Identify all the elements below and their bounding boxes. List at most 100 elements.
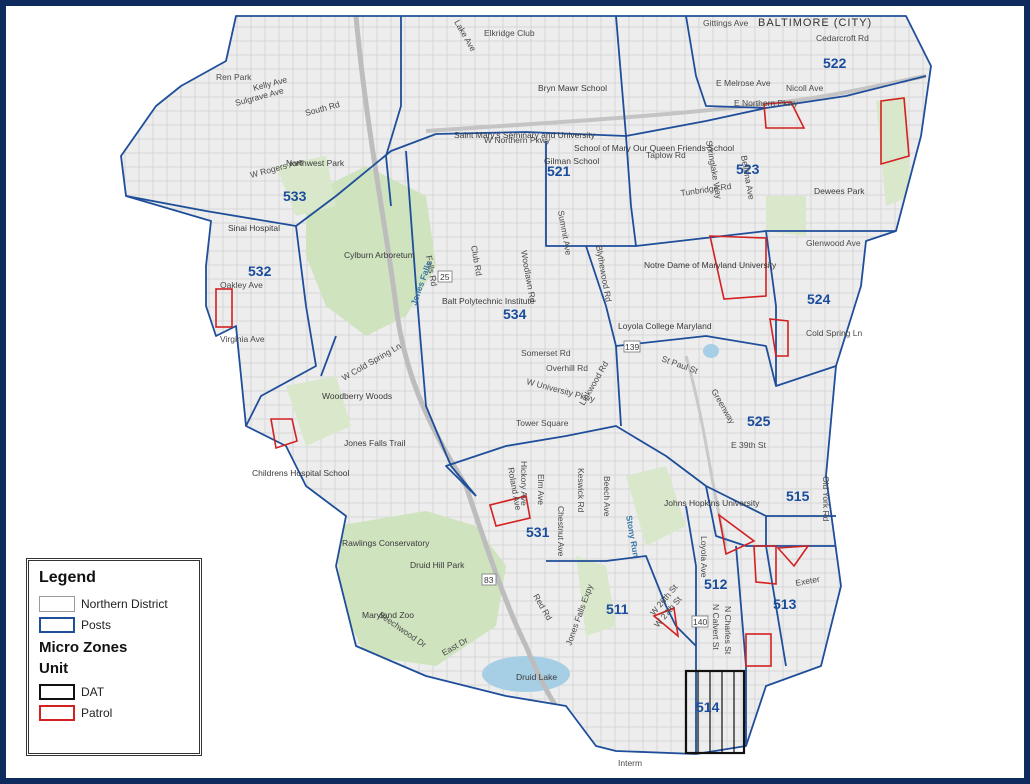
legend-label: Northern District: [81, 596, 168, 611]
street-label: Somerset Rd: [521, 348, 571, 358]
parks-layer: [276, 96, 911, 692]
street-label: Elm Ave: [536, 474, 546, 505]
route-shields: 25 139 83 140: [437, 270, 709, 628]
street-label: E 39th St: [731, 440, 767, 450]
street-label: N Charles St: [723, 606, 733, 655]
posts-swatch: [39, 616, 75, 633]
route-shield: 140: [693, 617, 707, 627]
legend-label: Patrol: [81, 705, 113, 720]
legend-panel: Legend Northern District Posts Micro Zon…: [26, 558, 202, 756]
place-label: Woodberry Woods: [322, 391, 392, 401]
patrol-zone-oakley: [215, 288, 233, 328]
legend-item-patrol: Patrol: [37, 702, 191, 723]
street-label: Exeter: [795, 574, 821, 588]
street-label: N Calvert St: [711, 604, 721, 650]
patrol-zones[interactable]: [215, 97, 910, 667]
place-label: Sinai Hospital: [228, 223, 280, 233]
street-label: Cedarcroft Rd: [816, 33, 869, 43]
patrol-zone-greenmount: [776, 545, 810, 568]
place-label: Johns Hopkins University: [664, 498, 760, 508]
place-labels: Bryn Mawr School Gilman School Saint Mar…: [228, 83, 865, 682]
street-label: Hickory Ave: [519, 461, 529, 506]
place-label: Rawlings Conservatory: [342, 538, 430, 548]
post-label: 531: [526, 524, 550, 540]
street-label: W Northern Pkwy: [484, 135, 551, 145]
route-shield: 83: [484, 575, 494, 585]
district-swatch: [39, 595, 75, 612]
post-label: 534: [503, 306, 527, 322]
street-label: Oakley Ave: [220, 280, 263, 290]
patrol-zone-bellona: [708, 235, 767, 300]
street-label: Nicoll Ave: [786, 83, 823, 93]
place-label: Saint Mary's Seminary and University: [454, 130, 596, 140]
place-label: Balt Polytechnic Institute: [442, 296, 535, 306]
place-label: School of Mary Our Queen Friends School: [574, 143, 734, 153]
patrol-zone-exeter: [745, 633, 772, 667]
patrol-zone-charles: [717, 513, 756, 556]
legend-item-dat: DAT: [37, 681, 191, 702]
street-label: Loyola Ave: [699, 536, 709, 578]
place-label: Druid Hill Park: [410, 560, 465, 570]
street-label: Ren Park: [216, 72, 252, 82]
place-label: Maryland Zoo: [362, 610, 414, 620]
post-label: 514: [696, 699, 720, 715]
post-label: 525: [747, 413, 771, 429]
dat-swatch: [39, 683, 75, 700]
place-label: Northwest Park: [286, 158, 345, 168]
patrol-zone-east: [880, 97, 910, 166]
dat-zone[interactable]: [684, 669, 746, 755]
street-label: Old York Rd: [821, 476, 831, 522]
route-shield: 139: [625, 342, 639, 352]
post-label: 522: [823, 55, 847, 71]
post-label: 532: [248, 263, 272, 279]
legend-micro-title: Micro Zones: [39, 639, 128, 656]
route-shield: 25: [440, 272, 450, 282]
post-label: 521: [547, 163, 571, 179]
patrol-zone-roland: [489, 495, 531, 527]
street-label: Interm: [618, 758, 642, 768]
place-label: Loyola College Maryland: [618, 321, 712, 331]
place-label: Cylburn Arboretum: [344, 250, 415, 260]
legend-item-posts: Posts: [37, 614, 191, 635]
patrol-zone-woodberry: [270, 418, 298, 450]
street-label: E Melrose Ave: [716, 78, 771, 88]
street-label: Taplow Rd: [646, 150, 686, 160]
legend-item-district: Northern District: [37, 593, 191, 614]
place-label: Druid Lake: [516, 672, 557, 682]
place-label: Gilman School: [544, 156, 599, 166]
post-boundaries: [120, 15, 932, 755]
place-label: Notre Dame of Maryland University: [644, 260, 777, 270]
place-label: Childrens Hospital School: [252, 468, 349, 478]
legend-title: Legend: [39, 569, 96, 586]
post-label: 515: [786, 488, 810, 504]
patrol-zone-calvert: [753, 545, 777, 585]
post-label: 524: [807, 291, 831, 307]
place-label: Dewees Park: [814, 186, 865, 196]
place-label: Bryn Mawr School: [538, 83, 607, 93]
street-label: Beech Ave: [602, 476, 612, 517]
patrol-zone-26th: [652, 606, 680, 638]
post-label: 523: [736, 161, 760, 177]
patrol-swatch: [39, 704, 75, 721]
post-label: 513: [773, 596, 797, 612]
street-label: Tower Square: [516, 418, 569, 428]
street-label: E Northern Pkwy: [734, 98, 799, 108]
district-map[interactable]: 522 521 523 533 532 534 524 525 515 531 …: [6, 6, 1024, 778]
street-label: Elkridge Club: [484, 28, 535, 38]
post-label: 511: [606, 601, 629, 617]
legend-label: Posts: [81, 617, 112, 632]
post-label: 533: [283, 188, 307, 204]
street-label: Chestnut Ave: [556, 506, 566, 557]
legend-unit-title: Unit: [39, 660, 69, 677]
street-label: Keswick Rd: [576, 468, 586, 513]
street-label: Cold Spring Ln: [806, 328, 863, 338]
post-label: 512: [704, 576, 728, 592]
street-label: Virginia Ave: [220, 334, 265, 344]
street-label: Glenwood Ave: [806, 238, 861, 248]
post-labels: 522 521 523 533 532 534 524 525 515 531 …: [248, 55, 847, 715]
druid-lake: [482, 656, 570, 692]
street-label: Overhill Rd: [546, 363, 588, 373]
patrol-zone-nicoll: [763, 101, 806, 129]
patrol-zone-cold-spring: [769, 318, 789, 357]
legend-label: DAT: [81, 684, 105, 699]
